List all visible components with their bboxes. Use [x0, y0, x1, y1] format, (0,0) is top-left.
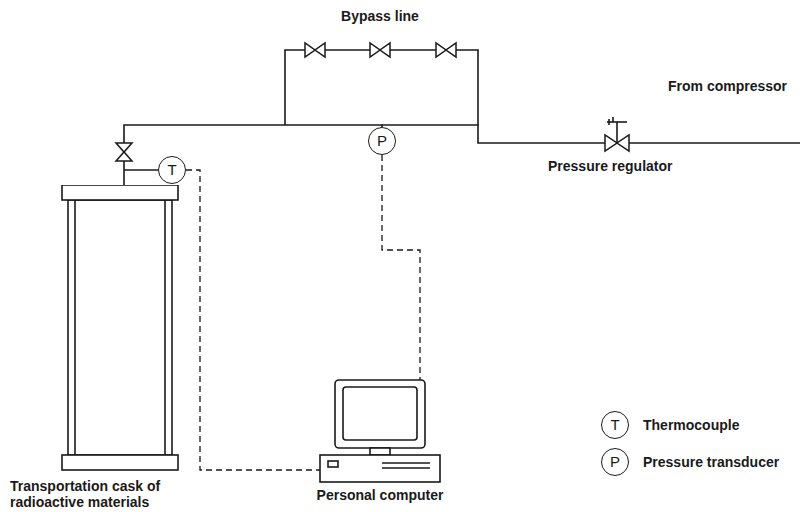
component-label: Pressure regulator [548, 158, 673, 174]
pipe-lines [124, 50, 800, 170]
cask-bottom-cap [62, 455, 178, 470]
monitor [335, 380, 425, 448]
monitor-stand [370, 448, 390, 455]
cask-valve [116, 152, 132, 161]
cask-figure: Transportation cask of radioactive mater… [8, 185, 238, 507]
figure-caption: Transportation cask of radioactive mater… [10, 478, 206, 510]
regulator-valve [605, 135, 617, 151]
bypass-valve [380, 43, 390, 57]
system-unit [320, 455, 440, 482]
connector [382, 155, 420, 380]
regulator-handle [607, 117, 627, 143]
legend-symbol: T [601, 411, 629, 439]
legend-symbol-letter: T [610, 417, 619, 433]
connector [124, 125, 382, 185]
computer-outline [320, 380, 440, 482]
symbol-letter: T [167, 162, 176, 178]
legend-symbol: P [601, 448, 629, 476]
figure-caption: Personal computer [310, 487, 450, 503]
signal-wire [186, 170, 320, 470]
connector [186, 170, 320, 470]
bypass-valve [315, 43, 325, 57]
pipe-label: Bypass line [341, 8, 419, 24]
cask-outline [62, 185, 178, 470]
drive-slot [382, 467, 430, 469]
main-pipe [382, 125, 800, 143]
valve-symbols [116, 43, 629, 161]
cask-wall-line [74, 200, 76, 455]
bypass-valve [370, 43, 380, 57]
legend-text: Thermocouple [643, 417, 739, 433]
pressure-transducer-symbol: P [368, 127, 396, 155]
thermocouple-tap [124, 169, 158, 171]
bypass-valve [436, 43, 446, 57]
power-button [328, 461, 338, 467]
regulator-valve [617, 135, 629, 151]
cask-wall-line [164, 200, 166, 455]
drive-slot [382, 462, 430, 464]
legend-text: Pressure transducer [643, 454, 779, 470]
pipe-line [124, 125, 382, 185]
bypass-valve [446, 43, 456, 57]
computer-drawing [310, 375, 450, 485]
thermocouple-symbol: T [158, 156, 186, 184]
screen [343, 387, 417, 440]
legend-symbol-letter: P [610, 454, 620, 470]
signal-wire [382, 155, 420, 380]
cask-valve [116, 143, 132, 152]
cask-body [68, 200, 172, 455]
bypass-pipe [285, 50, 478, 125]
source-label: From compressor [668, 78, 787, 94]
cask-drawing [8, 185, 188, 475]
computer-figure: Personal computer [310, 375, 450, 509]
symbol-letter: P [377, 133, 387, 149]
cask-top-cap [62, 185, 178, 200]
bypass-valve [305, 43, 315, 57]
